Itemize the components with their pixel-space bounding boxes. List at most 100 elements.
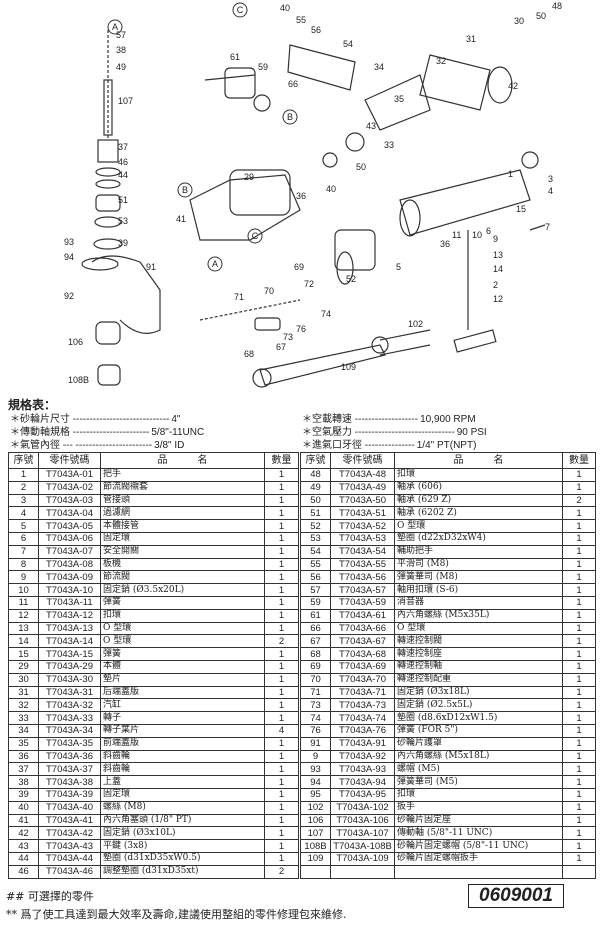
part-number: T7043A-48 [330, 468, 395, 482]
column-header: 品 名 [100, 452, 265, 469]
quantity: 1 [562, 557, 596, 572]
part-callout: 107 [118, 96, 133, 106]
part-number: T7043A-55 [330, 557, 395, 572]
part-number: T7043A-30 [38, 672, 101, 687]
part-name: 墊圈 (d31xD35xW0.5) [100, 851, 265, 866]
part-number: T7043A-40 [38, 800, 101, 815]
part-callout: 33 [384, 140, 394, 150]
item-no: 33 [8, 711, 39, 725]
part-callout: 93 [64, 237, 74, 247]
item-no: 7 [8, 544, 39, 559]
part-callout: 37 [118, 142, 128, 152]
part-callout: 15 [516, 204, 526, 214]
quantity: 1 [562, 698, 596, 713]
spec-item: ＊氣管內徑 --- -----------------------3/8" ID [10, 436, 184, 451]
part-name: 彈簧 [100, 595, 265, 610]
part-callout: A [212, 259, 218, 269]
part-number: T7043A-102 [330, 800, 395, 815]
part-number: T7043A-92 [330, 749, 395, 764]
reference-circle [107, 19, 123, 35]
item-no: 32 [8, 698, 39, 713]
part-name: 轉速控制座 [394, 647, 563, 661]
item-no: 5 [8, 519, 39, 533]
part-name: 過濾網 [100, 506, 265, 521]
part-number: T7043A-74 [330, 711, 395, 725]
column-header: 序號 [8, 452, 39, 469]
part-callout: 76 [296, 324, 306, 334]
item-no: 52 [300, 519, 331, 533]
quantity: 1 [264, 775, 299, 789]
quantity: 1 [264, 493, 299, 508]
quantity: 1 [562, 519, 596, 533]
part-name: 節流閥襯套 [100, 480, 265, 495]
part-name: 轉速控制閥 [394, 634, 563, 649]
part-name: 軸用扣環 (S-6) [394, 583, 563, 597]
column-header: 零件號碼 [38, 452, 101, 469]
quantity: 1 [562, 480, 596, 495]
part-callout: B [182, 185, 188, 195]
part-number: T7043A-107 [330, 826, 395, 841]
part-number: T7043A-93 [330, 762, 395, 777]
item-no: 59 [300, 595, 331, 610]
part-callout: 59 [258, 62, 268, 72]
part-number: T7043A-108B [330, 839, 395, 853]
quantity: 1 [264, 531, 299, 546]
item-no: 74 [300, 711, 331, 725]
part-number: T7043A-68 [330, 647, 395, 661]
part-name: 螺絲 (M8) [100, 800, 265, 815]
item-no: 34 [8, 723, 39, 738]
quantity: 1 [264, 839, 299, 853]
part-name: 平鍵 (3x8) [100, 839, 265, 853]
quantity: 4 [264, 723, 299, 738]
part-callout: 4 [548, 186, 553, 196]
part-callout: 108B [68, 375, 89, 385]
part-number: T7043A-03 [38, 493, 101, 508]
part-number: T7043A-57 [330, 583, 395, 597]
part-number: T7043A-59 [330, 595, 395, 610]
spec-value: 10,900 RPM [420, 414, 476, 425]
part-name: 內六角螺絲 (M5x18L) [394, 749, 563, 764]
part-number: T7043A-76 [330, 723, 395, 738]
part-callout: 109 [341, 362, 356, 372]
item-no: 9 [300, 749, 331, 764]
quantity: 1 [562, 468, 596, 482]
quantity: 1 [562, 531, 596, 546]
part-callout: 66 [288, 79, 298, 89]
part-number: T7043A-12 [38, 608, 101, 623]
quantity: 1 [562, 583, 596, 597]
part-callout: 91 [146, 262, 156, 272]
part-name: 固定環 [100, 787, 265, 802]
quantity: 1 [264, 468, 299, 482]
item-no: 44 [8, 851, 39, 866]
part-number: T7043A-06 [38, 531, 101, 546]
quantity: 1 [264, 851, 299, 866]
part-callout: 3 [548, 174, 553, 184]
part-callout: 46 [118, 157, 128, 167]
item-no: 36 [8, 749, 39, 764]
quantity: 2 [264, 864, 299, 879]
part-callout: 54 [343, 39, 353, 49]
quantity: 1 [264, 749, 299, 764]
part-name: 安全開關 [100, 544, 265, 559]
part-name: 砂輪片固定螺帽 (5/8"-11 UNC) [394, 839, 563, 853]
quantity: 1 [264, 813, 299, 828]
item-no: 106 [300, 813, 331, 828]
quantity: 1 [562, 672, 596, 687]
part-number: T7043A-70 [330, 672, 395, 687]
item-no: 109 [300, 851, 331, 866]
spec-value: 3/8" ID [154, 440, 185, 451]
item-no: 46 [8, 864, 39, 879]
part-number: T7043A-09 [38, 570, 101, 585]
item-no: 9 [8, 570, 39, 585]
